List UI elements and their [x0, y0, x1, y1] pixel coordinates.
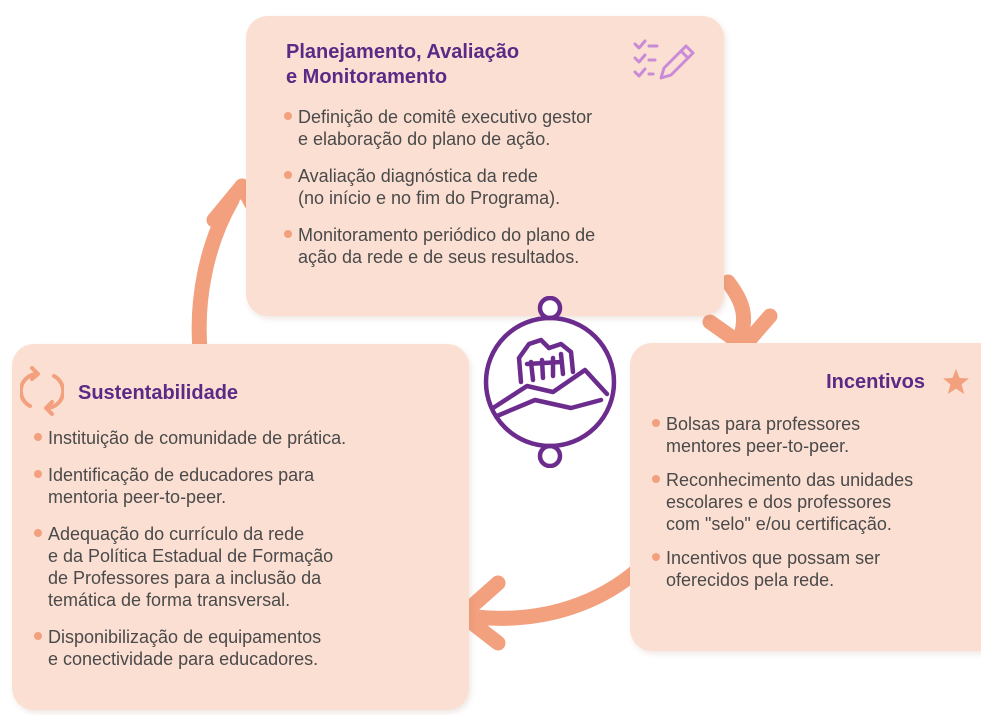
bullet: [652, 475, 660, 483]
bullet: [34, 433, 42, 441]
planejamento-list: Definição de comitê executivo gestor e e…: [284, 106, 694, 283]
arrow-top-to-right: [720, 274, 751, 346]
list-item: Bolsas para professores mentores peer-to…: [652, 413, 977, 457]
card-sustentabilidade: Sustentabilidade Instituição de comunida…: [12, 344, 469, 710]
bullet: [34, 529, 42, 537]
star-icon: [943, 369, 969, 394]
bullet: [284, 230, 292, 238]
incentivos-list: Bolsas para professores mentores peer-to…: [652, 413, 977, 603]
list-item: Adequação do currículo da rede e da Polí…: [34, 523, 459, 611]
bullet: [652, 419, 660, 427]
bullet: [34, 470, 42, 478]
card-title: Sustentabilidade: [78, 382, 239, 404]
handshake-icon: [483, 296, 617, 468]
card-title: Planejamento, Avaliação e Monitoramento: [286, 41, 520, 88]
card-incentivos: Incentivos Bolsas para professores mento…: [630, 343, 981, 651]
list-item: Identificação de educadores para mentori…: [34, 464, 459, 508]
sustentabilidade-list: Instituição de comunidade de prática. Id…: [34, 427, 459, 685]
list-item: Avaliação diagnóstica da rede (no início…: [284, 165, 694, 209]
card-planejamento: Planejamento, Avaliação e Monitoramento …: [246, 16, 724, 316]
card-title: Incentivos: [826, 371, 925, 393]
list-item: Monitoramento periódico do plano de ação…: [284, 224, 694, 268]
list-item: Reconhecimento das unidades escolares e …: [652, 469, 977, 535]
list-item: Incentivos que possam ser oferecidos pel…: [652, 547, 977, 591]
list-item: Definição de comitê executivo gestor e e…: [284, 106, 694, 150]
cycle-arrows-icon: [20, 366, 64, 416]
checklist-pencil-icon: [633, 39, 695, 80]
bullet: [284, 112, 292, 120]
bullet: [34, 632, 42, 640]
list-item: Instituição de comunidade de prática.: [34, 427, 459, 449]
bullet: [284, 171, 292, 179]
bullet: [652, 553, 660, 561]
list-item: Disponibilização de equipamentos e conec…: [34, 626, 459, 670]
arrow-right-to-left: [467, 560, 648, 626]
